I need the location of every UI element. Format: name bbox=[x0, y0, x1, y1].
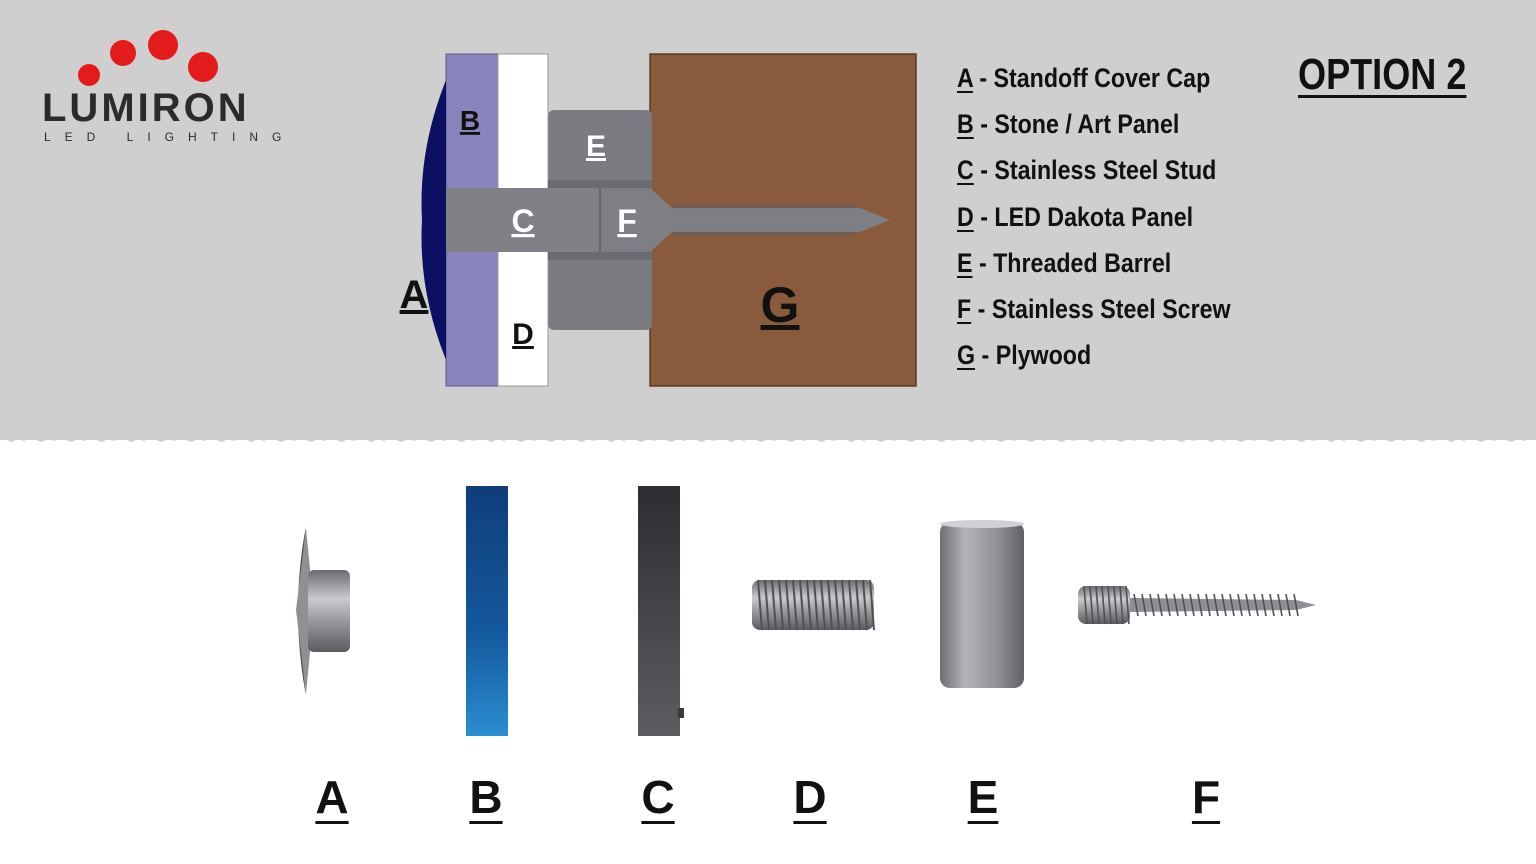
stone-panel-icon bbox=[466, 486, 508, 736]
logo-wordmark: LUMIRON bbox=[42, 86, 250, 130]
assembly-diagram: B E C F A D G bbox=[400, 53, 917, 387]
barrel-thread-band bbox=[548, 180, 652, 188]
led-panel-icon bbox=[638, 486, 684, 736]
threaded-barrel-icon bbox=[940, 520, 1024, 688]
logo-tagline: LED LIGHTING bbox=[44, 130, 296, 144]
barrel-thread-band bbox=[548, 252, 652, 260]
logo-dot bbox=[188, 52, 218, 82]
part-label-c: C bbox=[641, 771, 675, 823]
diagram-label-e: E bbox=[586, 130, 606, 163]
diagram-label-f: F bbox=[617, 203, 637, 239]
option-title: OPTION 2 bbox=[1298, 50, 1467, 99]
part-label-f: F bbox=[1191, 771, 1221, 823]
parts-images bbox=[296, 486, 1316, 736]
logo-dot bbox=[78, 64, 100, 86]
part-label-d: D bbox=[793, 771, 827, 823]
legend-item: E - Threaded Barrel bbox=[957, 247, 1172, 278]
parts-row: A B C D E F bbox=[0, 470, 1536, 860]
legend-item: D - LED Dakota Panel bbox=[957, 201, 1194, 232]
diagram-label-a: A bbox=[400, 273, 429, 317]
torn-paper-edge bbox=[0, 432, 1536, 442]
diagram-label-g: G bbox=[761, 277, 800, 333]
wood-screw-icon bbox=[1078, 585, 1316, 625]
stainless-stud bbox=[446, 188, 600, 252]
brand-logo: LUMIRON LED LIGHTING bbox=[40, 28, 290, 148]
legend-item: A - Standoff Cover Cap bbox=[957, 63, 1211, 93]
screw-threads bbox=[671, 202, 857, 238]
standoff-cap-icon bbox=[296, 526, 350, 696]
stainless-screw bbox=[600, 188, 890, 252]
logo-dot bbox=[148, 30, 178, 60]
parts-legend: A - Standoff Cover Cap B - Stone / Art P… bbox=[957, 58, 1287, 381]
legend-item: C - Stainless Steel Stud bbox=[957, 155, 1217, 186]
part-label-b: B bbox=[469, 771, 503, 823]
part-label-e: E bbox=[967, 771, 999, 823]
logo-dot bbox=[110, 40, 136, 66]
standoff-cover-cap bbox=[421, 80, 446, 360]
diagram-label-d: D bbox=[512, 318, 534, 351]
legend-item: G - Plywood bbox=[957, 340, 1092, 371]
diagram-label-c: C bbox=[511, 203, 534, 239]
threaded-stud-icon bbox=[752, 579, 875, 631]
legend-item: B - Stone / Art Panel bbox=[957, 109, 1180, 140]
part-label-a: A bbox=[315, 771, 349, 823]
diagram-label-b: B bbox=[460, 105, 480, 136]
legend-item: F - Stainless Steel Screw bbox=[957, 293, 1231, 324]
